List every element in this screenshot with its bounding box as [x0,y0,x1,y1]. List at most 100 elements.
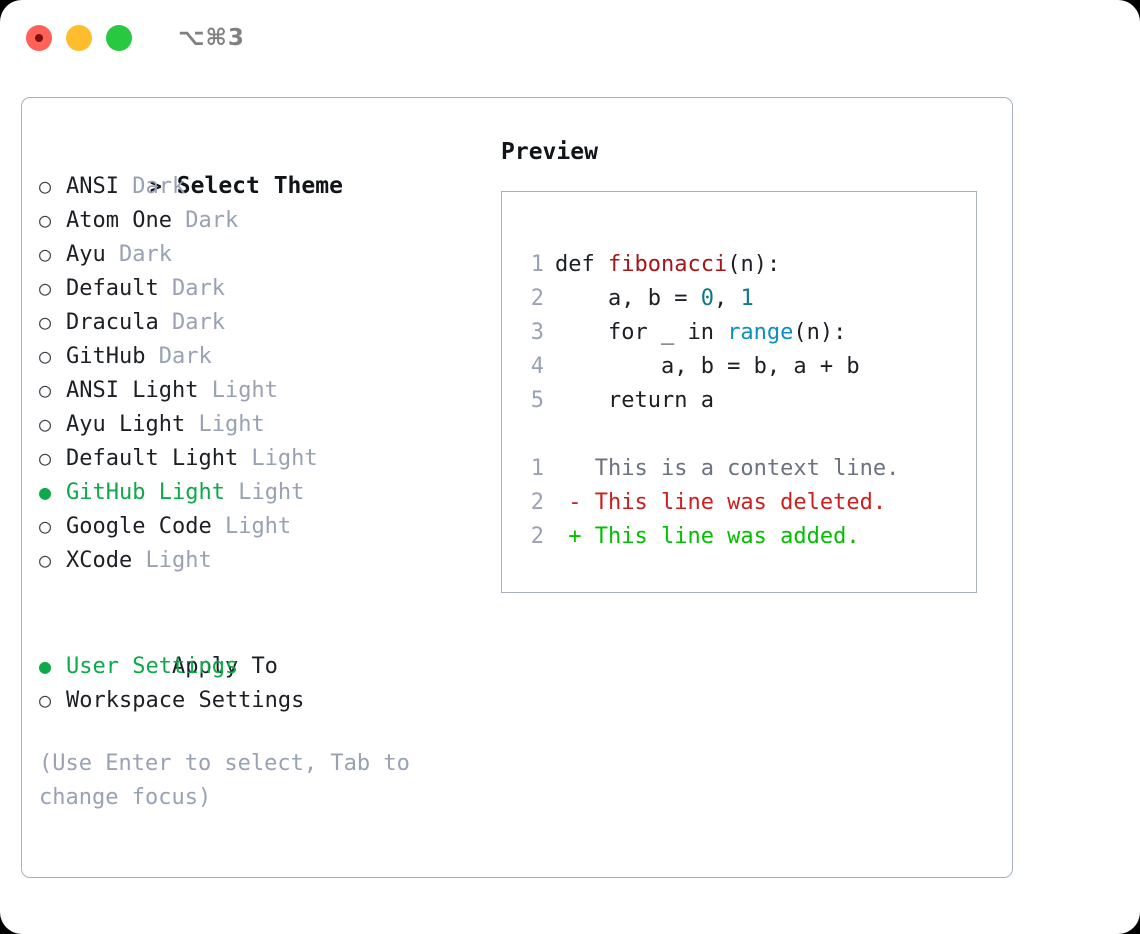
theme-list-item[interactable]: ○ GitHub Dark [39,339,499,373]
radio-unselected-icon: ○ [39,514,52,538]
apply-to-item[interactable]: ○Workspace Settings [39,683,499,717]
line-number: 4 [530,354,544,379]
diff-line: 2 - This line was deleted. [502,486,976,520]
prompt-caret-icon: > [149,174,162,198]
line-number: 2 [530,490,544,515]
theme-name-label: Ayu [66,242,106,267]
radio-unselected-icon: ○ [39,242,52,266]
theme-category-label: Light [198,378,278,403]
code-token-plain: (n): [793,320,847,345]
apply-to-item[interactable]: ●User Settings [39,649,499,683]
theme-category-label: Dark [171,208,239,233]
diff-line: 2 + This line was added. [502,520,976,554]
theme-list-item[interactable]: ○ ANSI Dark [39,169,499,203]
theme-name-label: Google Code [66,514,212,539]
radio-unselected-icon: ○ [39,378,52,402]
minimize-window-button[interactable] [66,25,92,51]
diff-line-text-context: This is a context line. [555,456,900,481]
theme-list-item[interactable]: ○ Ayu Dark [39,237,499,271]
line-number: 2 [530,286,544,311]
select-theme-header-label: Select Theme [176,173,343,199]
theme-category-label: Light [132,548,212,573]
theme-list-item[interactable]: ○ Default Light Light [39,441,499,475]
theme-name-label: Default Light [66,446,239,471]
theme-list-item[interactable]: ○Atom One Dark [39,203,499,237]
line-number: 2 [530,524,544,549]
title-bar: ⌥⌘3 [0,0,1140,76]
maximize-window-button[interactable] [106,25,132,51]
keyboard-shortcut-label: ⌥⌘3 [178,25,245,51]
code-token-plain: a, b = b, a + b [555,354,860,379]
diff-line-text-del: - This line was deleted. [555,490,887,515]
line-number: 1 [530,252,544,277]
radio-unselected-icon: ○ [39,688,52,712]
code-token-number: 1 [740,286,754,311]
theme-name-label: ANSI [66,174,119,199]
theme-list-item[interactable]: ○ ANSI Light Light [39,373,499,407]
theme-category-label: Light [224,480,305,505]
code-line: 2 a, b = 0, 1 [502,282,976,316]
theme-list-item[interactable]: ○Dracula Dark [39,305,499,339]
theme-name-label: Default [66,276,159,301]
theme-category-label: Dark [118,174,186,199]
theme-list-item[interactable]: ○ Default Dark [39,271,499,305]
spacer [39,717,499,747]
code-line: 4 a, b = b, a + b [502,350,976,384]
theme-name-label: Dracula [66,310,159,335]
code-token-plain: a, b = [555,286,701,311]
theme-name-label: GitHub Light [66,480,225,505]
line-number: 1 [530,456,544,481]
line-number: 5 [530,388,544,413]
theme-category-label: Dark [105,242,172,267]
theme-category-label: Light [211,514,292,539]
content-panel: >Select Theme ○ANSI Dark○Atom One Dark○A… [21,97,1013,878]
theme-name-label: ANSI Light [66,378,199,403]
spacer [39,577,499,615]
radio-unselected-icon: ○ [39,344,52,368]
theme-list-item[interactable]: ● GitHub Light Light [39,475,499,509]
code-token-plain: , [713,286,741,311]
theme-selection-column: >Select Theme ○ANSI Dark○Atom One Dark○A… [39,135,499,815]
theme-list-item[interactable]: ○ XCode Light [39,543,499,577]
theme-list: ○ANSI Dark○Atom One Dark○Ayu Dark○Defaul… [39,169,499,577]
radio-unselected-icon: ○ [39,548,52,572]
code-token-function: fibonacci [607,252,728,277]
line-number: 3 [530,320,544,345]
theme-name-label: Ayu Light [66,412,186,437]
radio-unselected-icon: ○ [39,174,52,198]
theme-list-item[interactable]: ○ Google Code Light [39,509,499,543]
close-window-button[interactable] [26,25,52,51]
diff-line-text-add: + This line was added. [555,524,860,549]
code-token-plain: for _ in [555,320,728,345]
radio-selected-icon: ● [39,654,52,678]
select-theme-header: > Select Theme [39,135,499,199]
preview-title: Preview [501,139,598,165]
code-token-plain: (n): [727,252,781,277]
theme-category-label: Dark [158,276,225,301]
code-line: 3 for _ in range(n): [502,316,976,350]
theme-list-item[interactable]: ○Ayu Light Light [39,407,499,441]
diff-line: 1 This is a context line. [502,452,976,486]
theme-name-label: XCode [66,548,133,573]
radio-unselected-icon: ○ [39,276,52,300]
diff-sample: 1 This is a context line.2 - This line w… [502,452,976,554]
spacer [502,418,976,452]
theme-name-label: GitHub [66,344,146,369]
keyboard-hint-text: (Use Enter to select, Tab to change focu… [39,751,424,810]
theme-category-label: Light [238,446,318,471]
apply-to-header: Apply To [39,615,499,679]
radio-selected-icon: ● [39,480,52,504]
radio-unselected-icon: ○ [39,446,52,470]
theme-name-label: Atom One [66,208,172,233]
code-token-plain: return a [555,388,714,413]
code-token-plain: def [555,252,608,277]
code-token-builtin: range [727,320,794,345]
theme-category-label: Dark [145,344,212,369]
apply-to-list: ●User Settings○Workspace Settings [39,649,499,717]
radio-unselected-icon: ○ [39,310,52,334]
traffic-lights [26,25,132,51]
